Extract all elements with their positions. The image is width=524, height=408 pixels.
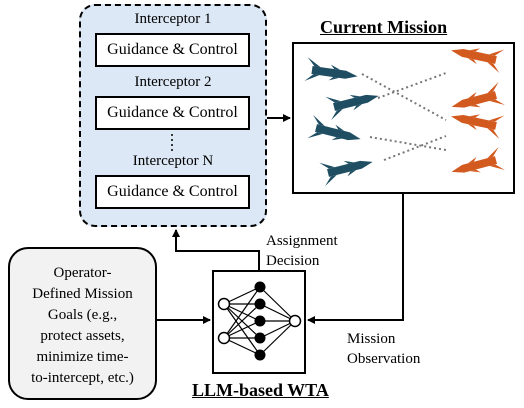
- interceptor-2-guidance-label: Guidance & Control: [107, 104, 238, 121]
- threat-missiles: [448, 38, 505, 184]
- interceptor-n-guidance-label: Guidance & Control: [107, 183, 238, 200]
- threat-missile-3: [448, 104, 505, 139]
- operator-goals-box: Operator- Defined Mission Goals (e.g., p…: [8, 247, 157, 400]
- threat-missile-2: [448, 81, 505, 119]
- threat-missile-4: [448, 146, 505, 184]
- interceptor-n-label: Interceptor N: [132, 153, 214, 169]
- goals-line-6: to-intercept, etc.): [31, 370, 134, 386]
- interceptor-1-guidance-label: Guidance & Control: [107, 41, 238, 58]
- goals-line-3: Goals (e.g.,: [47, 307, 118, 323]
- interceptor-2-label: Interceptor 2: [134, 74, 212, 90]
- observation-label-line-2: Observation: [347, 351, 421, 367]
- neural-network-icon: [217, 281, 302, 361]
- goals-line-5: minimize time-: [36, 349, 129, 365]
- trajectory-lines: [361, 72, 447, 161]
- interceptor-missile-4: [319, 150, 376, 187]
- assignment-arrow: [172, 229, 260, 270]
- goals-line-2: Defined Mission: [32, 286, 133, 302]
- interceptor-missile-3: [307, 114, 364, 151]
- observation-arrow: [307, 194, 404, 324]
- assignment-label-line-2: Decision: [266, 253, 320, 269]
- assignment-label-line-1: Assignment: [266, 233, 338, 249]
- wta-title: LLM-based WTA: [192, 380, 329, 400]
- threat-missile-1: [448, 38, 505, 73]
- interceptor-missiles: [304, 57, 382, 187]
- mission-title: Current Mission: [320, 17, 448, 37]
- interceptor-n-guidance-box: Guidance & Control: [95, 175, 250, 209]
- goals-line-1: Operator-: [53, 265, 112, 281]
- interceptor-1-label: Interceptor 1: [134, 11, 212, 27]
- interceptor-2-guidance-box: Guidance & Control: [95, 96, 250, 130]
- interceptor-missile-2: [325, 84, 382, 121]
- observation-label-line-1: Mission: [347, 331, 396, 347]
- interceptor-missile-1: [304, 57, 360, 89]
- goals-line-4: protect assets,: [40, 328, 125, 344]
- interceptor-1-guidance-box: Guidance & Control: [95, 33, 250, 67]
